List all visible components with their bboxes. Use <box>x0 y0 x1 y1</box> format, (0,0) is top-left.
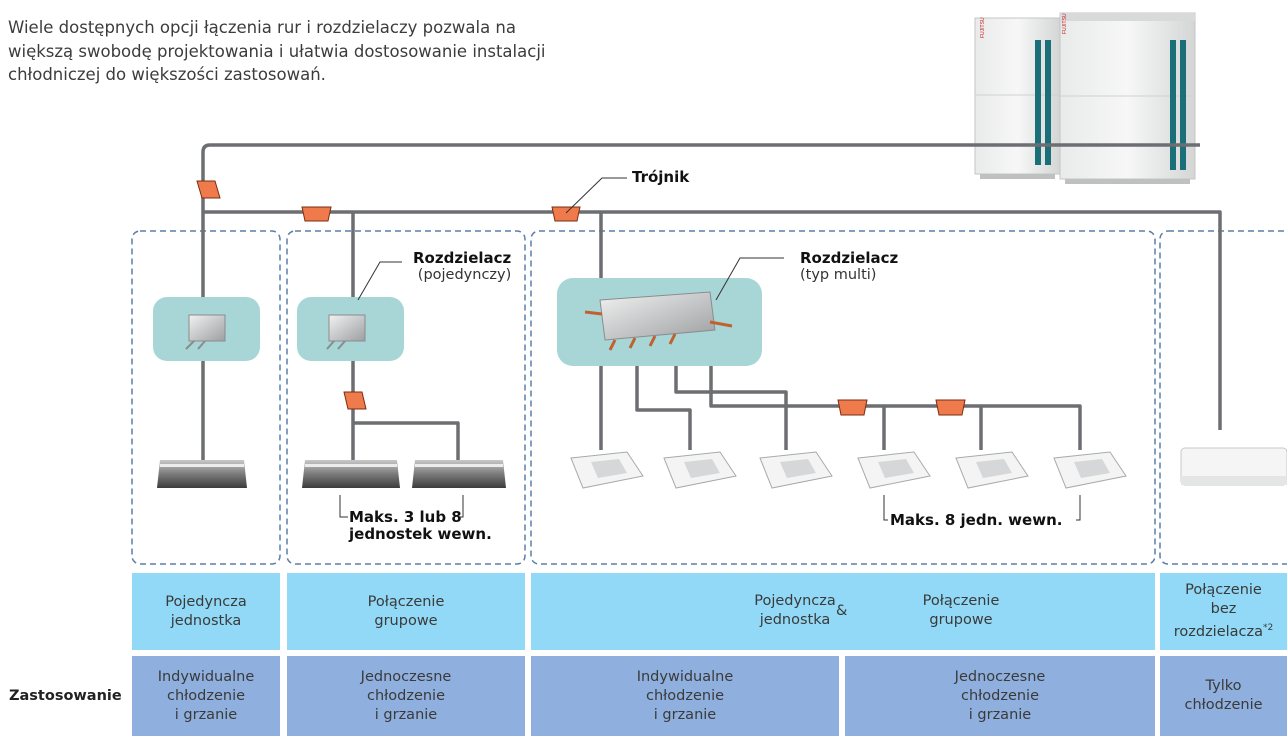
cassette-units <box>570 451 1127 489</box>
header-unit-2-icon <box>326 314 366 350</box>
connection-no-header-cell: Połączenie bez rozdzielacza*2 <box>1160 573 1287 650</box>
header-multi-label: Rozdzielacz (typ multi) <box>800 249 899 284</box>
cassette-1 <box>570 451 644 489</box>
tee-label: Trójnik <box>632 168 690 186</box>
intro-line-1: Wiele dostępnych opcji łączenia rur i ro… <box>8 18 516 37</box>
cassette-3 <box>759 451 833 489</box>
group-frames <box>131 230 1287 565</box>
pipe-joints <box>196 180 966 416</box>
outdoor-unit: FUJITSU FUJITSU <box>974 12 1196 184</box>
cassette-5 <box>955 451 1029 489</box>
callout-leaders <box>339 177 1081 521</box>
header-boxes <box>153 278 762 366</box>
joint-multi-2 <box>935 399 966 416</box>
group-frame-group <box>286 230 526 565</box>
intro-text: Wiele dostępnych opcji łączenia rur i ro… <box>8 16 628 87</box>
intro-line-3: chłodniczej do większości zastosowań. <box>8 65 326 84</box>
joint-main-1 <box>196 180 221 199</box>
joint-tee <box>551 206 581 222</box>
outdoor-fins <box>1035 40 1186 170</box>
header-single-label: Rozdzielacz (pojedynczy) <box>413 249 512 284</box>
application-row-label: Zastosowanie <box>9 688 122 704</box>
joint-main-2 <box>301 206 332 222</box>
wall-unit <box>1180 447 1287 486</box>
joint-group <box>343 391 367 410</box>
group-frame-multi <box>530 230 1156 565</box>
ducted-unit-3 <box>412 460 506 488</box>
max-multi-label: Maks. 8 jedn. wewn. <box>890 511 1063 529</box>
cassette-2 <box>663 451 737 489</box>
ducted-unit-2 <box>302 460 400 488</box>
header-multi-icon <box>584 291 733 351</box>
group-frame-no-header <box>1159 230 1287 565</box>
header-unit-1-icon <box>185 314 226 350</box>
ducted-unit-1 <box>157 460 247 488</box>
svg-text:FUJITSU: FUJITSU <box>1062 13 1068 34</box>
brand-logo: FUJITSU <box>980 17 986 38</box>
group-frame-single <box>131 230 281 565</box>
joint-multi-1 <box>837 399 868 416</box>
cassette-4 <box>857 451 931 489</box>
cassette-6 <box>1053 451 1127 489</box>
ducted-units <box>157 460 506 488</box>
refrigerant-pipes <box>201 143 1222 465</box>
max-group-label: Maks. 3 lub 8 jednostek wewn. <box>349 508 492 543</box>
intro-line-2: większą swobodę projektowania i ułatwia … <box>8 41 546 61</box>
